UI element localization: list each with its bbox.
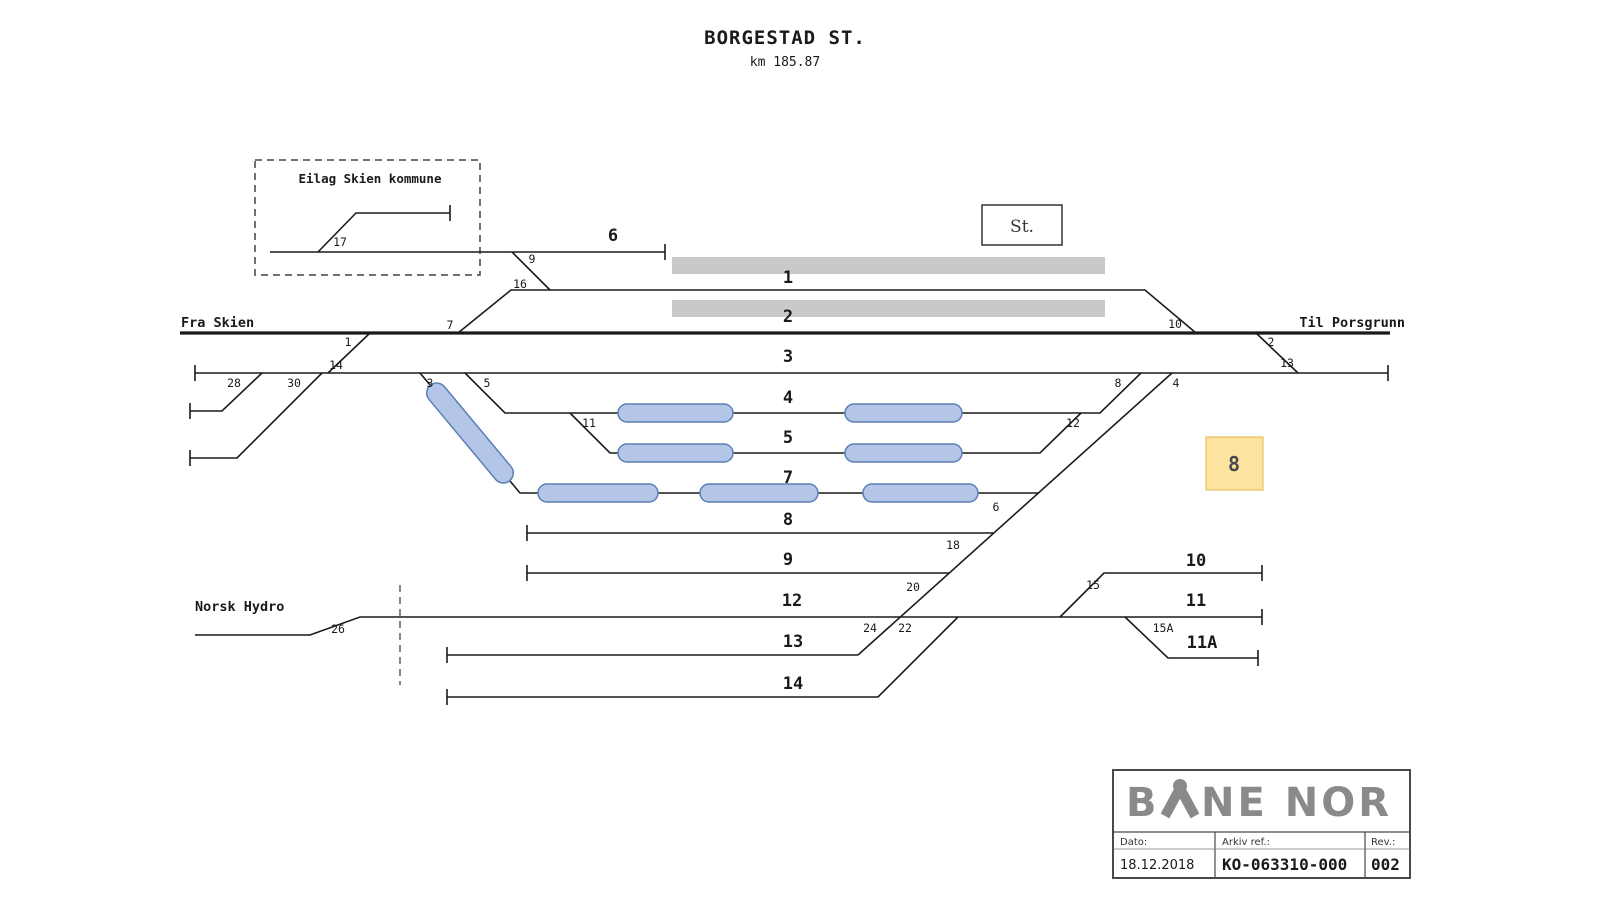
logo-person-legs [1160, 789, 1200, 819]
track-line-13 [446, 647, 858, 663]
track-label-9: 9 [783, 550, 793, 570]
title-block-frame [1112, 769, 1411, 879]
track-label-3: 3 [783, 347, 793, 367]
track-line-6-spur [270, 205, 666, 260]
industry-label: Norsk Hydro [195, 599, 284, 615]
switch-label-26: 26 [331, 622, 345, 636]
logo-person-icon [1160, 779, 1200, 819]
track-line-11a [1124, 616, 1259, 666]
track-label-13: 13 [783, 632, 803, 652]
track-label-2: 2 [783, 307, 793, 327]
endpoint-left-label: Fra Skien [181, 315, 254, 331]
switch-label-14: 14 [329, 358, 343, 372]
track-line-3 [194, 365, 1389, 381]
switch-label-2: 2 [1268, 335, 1275, 349]
switch-label-8: 8 [1115, 376, 1122, 390]
switch-label-9: 9 [529, 252, 536, 266]
track-line-9 [526, 565, 949, 581]
station-building-box [981, 204, 1063, 246]
highlight-box [1205, 436, 1264, 491]
logo-text-b: B [1126, 780, 1160, 826]
track-label-7: 7 [783, 468, 793, 488]
page-title: BORGESTAD ST. [704, 27, 866, 49]
switch-label-15: 15 [1086, 578, 1100, 592]
track-line-1 [457, 251, 1197, 334]
yard-diagonal [857, 372, 1173, 656]
switch-label-15A: 15A [1153, 621, 1174, 635]
switch-label-3: 3 [427, 376, 434, 390]
ramp-track7-middle [699, 483, 819, 503]
track-label-14: 14 [783, 674, 803, 694]
endpoint-right-label: Til Porsgrunn [1299, 315, 1405, 331]
title-block: B NE NOR Dato: 18.12.2018 Arkiv ref.: KO… [1112, 769, 1411, 879]
track-label-4: 4 [783, 388, 793, 408]
track-label-6: 6 [608, 226, 618, 246]
track-line-5 [569, 412, 1082, 454]
ramp-track5-left [617, 443, 734, 463]
switch-label-5: 5 [484, 376, 491, 390]
revision-value: 002 [1371, 855, 1400, 874]
track-label-5: 5 [783, 428, 793, 448]
track-label-12: 12 [782, 591, 802, 611]
logo-text-rest: NE NOR [1201, 780, 1392, 826]
switch-label-12: 12 [1066, 416, 1080, 430]
archive-ref-label: Arkiv ref.: [1222, 837, 1270, 848]
track-label-11A: 11A [1187, 633, 1218, 653]
stub-tracks-28-30 [189, 372, 323, 466]
switch-label-7: 7 [447, 318, 454, 332]
track-label-1: 1 [783, 268, 793, 288]
track-line-12-11 [195, 609, 1263, 636]
title-block-dividers [1113, 831, 1410, 878]
switch-label-18: 18 [946, 538, 960, 552]
property-box-label: Eilag Skien kommune [299, 171, 442, 186]
track-line-10 [1059, 565, 1263, 618]
switch-label-30: 30 [287, 376, 301, 390]
ramp-track7-left [537, 483, 659, 503]
page-subtitle: km 185.87 [750, 55, 820, 70]
switch-label-16: 16 [513, 277, 527, 291]
station-building-label: St. [1010, 217, 1034, 237]
logo-person-head [1173, 779, 1187, 793]
platform-track-2 [672, 300, 1105, 317]
crossover-switches [327, 332, 1299, 374]
date-value: 18.12.2018 [1120, 858, 1194, 873]
switch-label-10: 10 [1168, 317, 1182, 331]
switch-label-24: 24 [863, 621, 877, 635]
track-label-11: 11 [1186, 591, 1206, 611]
switch-label-11: 11 [582, 416, 596, 430]
date-label: Dato: [1120, 837, 1147, 848]
ramp-track4-left [617, 403, 734, 423]
track-line-4 [464, 372, 1142, 414]
property-boundary-box [254, 159, 481, 276]
ramp-track5-right [844, 443, 963, 463]
loading-ramps [425, 382, 979, 503]
switch-label-22: 22 [898, 621, 912, 635]
switch-label-28: 28 [227, 376, 241, 390]
switch-label-13: 13 [1280, 356, 1294, 370]
highlight-box-label: 8 [1228, 452, 1240, 476]
ramp-track7-right [862, 483, 979, 503]
ramp-track4-right [844, 403, 963, 423]
track-label-8: 8 [783, 510, 793, 530]
switch-label-4: 4 [1173, 376, 1180, 390]
ramp-diagonal [425, 382, 515, 484]
switch-label-17: 17 [333, 235, 347, 249]
track-lines [180, 205, 1390, 705]
track-label-10: 10 [1186, 551, 1206, 571]
switch-label-1: 1 [345, 335, 352, 349]
platform-track-1 [672, 257, 1105, 274]
switch-label-20: 20 [906, 580, 920, 594]
archive-ref-value: KO-063310-000 [1222, 855, 1347, 874]
track-line-8 [526, 525, 994, 541]
revision-label: Rev.: [1371, 837, 1395, 848]
track-line-14 [446, 616, 959, 705]
switch-label-6: 6 [993, 500, 1000, 514]
